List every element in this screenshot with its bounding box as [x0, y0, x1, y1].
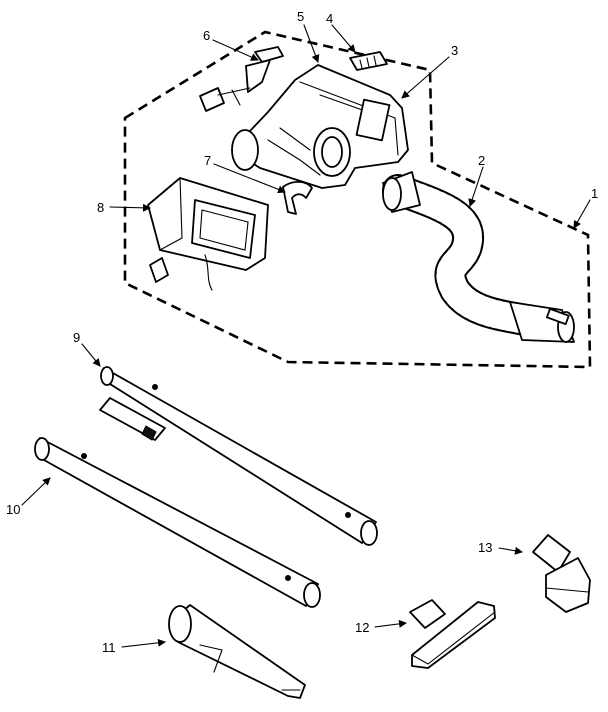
part-hose [382, 171, 575, 343]
callout-3: 3 [451, 43, 458, 58]
callout-7: 7 [204, 153, 211, 168]
callout-labels: 1 2 3 4 5 6 7 8 9 10 11 12 13 [6, 9, 598, 655]
part-floor-brush [409, 599, 496, 669]
callout-12: 12 [355, 620, 369, 635]
part-upper-wand [99, 366, 378, 546]
callout-5: 5 [297, 9, 304, 24]
callout-6: 6 [203, 28, 210, 43]
part-housing [231, 64, 409, 189]
part-dust-cup [147, 177, 269, 291]
assembly-boundary [123, 30, 592, 369]
callout-9: 9 [73, 330, 80, 345]
callout-4: 4 [326, 11, 333, 26]
callout-1: 1 [591, 186, 598, 201]
leader-lines [21, 24, 591, 648]
part-upholstery-tool [532, 534, 591, 613]
callout-8: 8 [97, 200, 104, 215]
callout-11: 11 [102, 640, 116, 655]
part-ring-clip [282, 180, 313, 215]
part-clip [349, 51, 388, 71]
callout-13: 13 [478, 540, 492, 555]
part-switch-bracket [199, 46, 284, 112]
callout-2: 2 [478, 153, 485, 168]
callout-10: 10 [6, 502, 20, 517]
part-crevice-tool [168, 604, 306, 699]
part-lower-wand [34, 437, 321, 608]
